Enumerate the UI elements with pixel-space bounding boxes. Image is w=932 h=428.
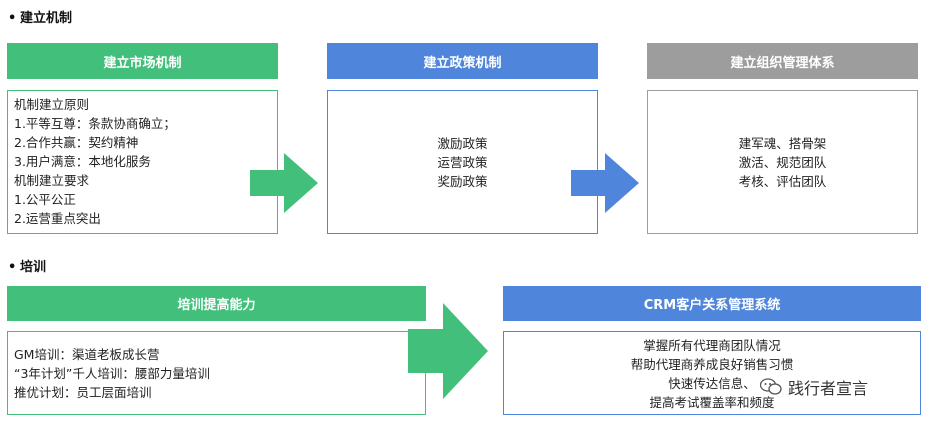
market-line: 2.运营重点突出 <box>14 211 101 226</box>
market-line: 1.公平公正 <box>14 192 76 207</box>
policy-line: 奖励政策 <box>437 174 488 189</box>
training-line: 推优计划：员工层面培训 <box>14 385 152 400</box>
training-line: “3年计划”千人培训：腰部力量培训 <box>14 366 210 381</box>
training-line: GM培训：渠道老板成长营 <box>14 347 160 362</box>
right-arrow-icon <box>250 153 318 213</box>
crm-header-label: CRM客户关系管理系统 <box>643 298 781 313</box>
policy-mechanism-header: 建立政策机制 <box>327 43 598 79</box>
training-header: 培训提高能力 <box>7 286 426 321</box>
right-arrow-icon <box>571 153 639 213</box>
market-line: 2.合作共赢：契约精神 <box>14 135 139 150</box>
org-line: 考核、评估团队 <box>738 174 827 189</box>
crm-line: 快速传达信息、 <box>668 376 756 391</box>
org-management-box: 建军魂、搭骨架 激活、规范团队 考核、评估团队 <box>647 90 918 234</box>
market-line: 机制建立要求 <box>14 173 90 188</box>
training-box: GM培训：渠道老板成长营 “3年计划”千人培训：腰部力量培训 推优计划：员工层面… <box>7 331 426 415</box>
market-mechanism-box: 机制建立原则 1.平等互尊：条款协商确立； 2.合作共赢：契约精神 3.用户满意… <box>7 90 278 234</box>
policy-line: 激励政策 <box>437 136 488 151</box>
market-line: 1.平等互尊：条款协商确立； <box>14 116 176 131</box>
watermark: 践行者宣言 <box>760 375 868 399</box>
bullet-icon: • <box>8 11 17 26</box>
market-mechanism-header-label: 建立市场机制 <box>103 55 182 71</box>
bullet-icon: • <box>8 260 17 275</box>
section-title-text: 建立机制 <box>20 11 73 26</box>
section-title-text: 培训 <box>20 260 47 275</box>
org-management-header: 建立组织管理体系 <box>647 43 918 79</box>
wechat-icon <box>760 378 782 395</box>
crm-header: CRM客户关系管理系统 <box>503 286 921 321</box>
policy-line: 运营政策 <box>437 155 488 170</box>
market-line: 3.用户满意：本地化服务 <box>14 154 151 169</box>
policy-mechanism-header-label: 建立政策机制 <box>423 55 502 71</box>
market-line: 机制建立原则 <box>14 97 90 112</box>
org-management-header-label: 建立组织管理体系 <box>730 55 835 71</box>
section-title-training: •培训 <box>8 256 46 275</box>
crm-box: 掌握所有代理商团队情况 帮助代理商养成良好销售习惯 快速传达信息、 提高考试覆盖… <box>503 331 921 415</box>
right-arrow-icon <box>408 303 488 399</box>
policy-mechanism-box: 激励政策 运营政策 奖励政策 <box>327 90 598 234</box>
market-mechanism-header: 建立市场机制 <box>7 43 278 79</box>
section-title-mechanism: •建立机制 <box>8 7 72 26</box>
training-header-label: 培训提高能力 <box>177 298 256 313</box>
crm-line: 掌握所有代理商团队情况 <box>643 338 781 353</box>
crm-line: 帮助代理商养成良好销售习惯 <box>630 357 794 372</box>
org-line: 激活、规范团队 <box>738 155 827 170</box>
watermark-text: 践行者宣言 <box>788 379 869 398</box>
org-line: 建军魂、搭骨架 <box>738 136 827 151</box>
crm-line: 提高考试覆盖率和频度 <box>649 395 775 410</box>
